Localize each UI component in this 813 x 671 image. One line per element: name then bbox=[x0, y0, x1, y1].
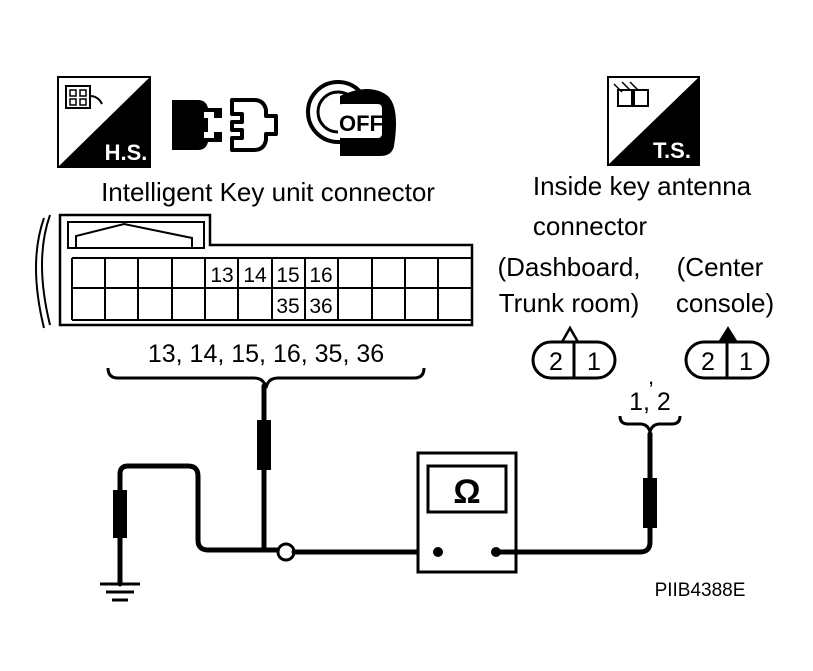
ts-label: T.S. bbox=[653, 138, 691, 163]
ground-wire bbox=[117, 463, 289, 587]
intelligent-key-unit-connector: 13 14 15 16 35 36 bbox=[35, 213, 474, 329]
ground-icon bbox=[100, 582, 140, 602]
antenna-terminal-list: 1, 2 bbox=[629, 388, 671, 416]
key-off-label: OFF bbox=[339, 111, 383, 136]
terminal-15: 15 bbox=[276, 264, 299, 287]
connector-disconnect-icon bbox=[172, 98, 278, 152]
antenna-terminal-brace bbox=[618, 415, 682, 433]
center-label-line2: console) bbox=[676, 288, 774, 318]
terminal-36: 36 bbox=[309, 295, 332, 318]
dashboard-pin-2: 2 bbox=[549, 348, 563, 376]
figure-code: PIIB4388E bbox=[655, 580, 746, 601]
ground-probe-tip bbox=[113, 490, 127, 538]
ignition-key-off-icon: OFF bbox=[306, 80, 396, 156]
antenna-connector-center-console: 2 1 bbox=[684, 326, 770, 380]
meter-left-terminal bbox=[433, 547, 443, 557]
dashboard-label-line2: Trunk room) bbox=[499, 288, 640, 318]
unit-connector-title: Intelligent Key unit connector bbox=[101, 177, 435, 207]
center-pin-2: 2 bbox=[701, 348, 715, 376]
terminal-14: 14 bbox=[243, 264, 267, 287]
antenna-comma: , bbox=[648, 364, 654, 389]
antenna-title-line2: connector bbox=[533, 211, 648, 241]
antenna-connector-dashboard: 2 1 bbox=[531, 325, 617, 380]
dashboard-pin-1: 1 bbox=[587, 348, 601, 376]
center-label-line1: (Center bbox=[677, 252, 764, 282]
antenna-title-line1: Inside key antenna bbox=[533, 171, 752, 201]
ohmmeter: Ω bbox=[416, 451, 518, 574]
antenna-probe-tip bbox=[643, 478, 657, 528]
terminal-35: 35 bbox=[276, 295, 299, 318]
ohm-symbol: Ω bbox=[453, 473, 480, 511]
harness-side-icon: H.S. bbox=[57, 76, 151, 168]
antenna-probe-wire bbox=[493, 431, 653, 555]
terminal-side-icon: T.S. bbox=[607, 76, 700, 166]
terminal-13: 13 bbox=[210, 264, 233, 287]
dashboard-label-line1: (Dashboard, bbox=[497, 252, 640, 282]
unit-probe-tip bbox=[257, 420, 271, 470]
center-pin-1: 1 bbox=[739, 348, 753, 376]
terminal-16: 16 bbox=[309, 264, 332, 287]
hs-label: H.S. bbox=[105, 140, 148, 165]
unit-terminal-list: 13, 14, 15, 16, 35, 36 bbox=[148, 340, 384, 368]
